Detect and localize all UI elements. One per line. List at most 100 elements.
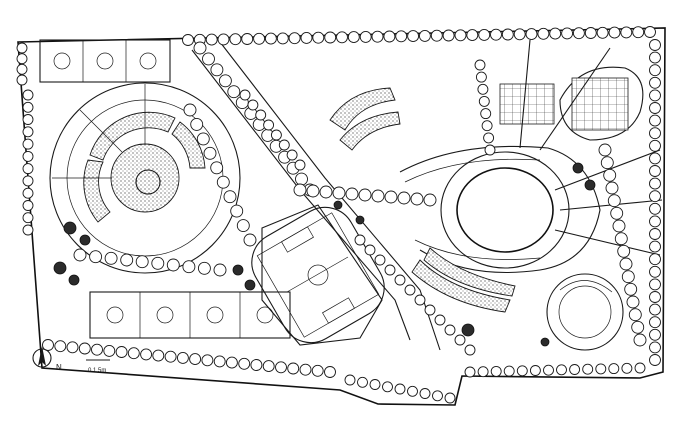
tree-icon bbox=[135, 255, 149, 269]
tree-icon bbox=[537, 27, 550, 40]
tree-icon bbox=[384, 190, 398, 204]
tree-icon bbox=[474, 59, 486, 71]
tree-icon bbox=[649, 127, 661, 140]
tree-icon bbox=[324, 366, 336, 378]
tree-icon bbox=[22, 114, 34, 125]
bottom-basketball-courts bbox=[89, 291, 291, 339]
tree-icon bbox=[293, 183, 307, 197]
tree-icon bbox=[432, 390, 443, 402]
tree-icon bbox=[127, 347, 140, 360]
tree-icon bbox=[250, 359, 263, 371]
tree-icon bbox=[549, 27, 562, 40]
tree-icon bbox=[649, 215, 661, 228]
tree-icon bbox=[197, 261, 211, 275]
site-boundary bbox=[17, 27, 666, 406]
tree-icon bbox=[649, 76, 661, 89]
football-field bbox=[251, 204, 385, 346]
tree-icon bbox=[543, 364, 554, 376]
tree-icon bbox=[354, 234, 366, 246]
tree-icon bbox=[407, 385, 418, 397]
tree-icon bbox=[490, 28, 502, 41]
tree-icon bbox=[475, 71, 487, 83]
tree-icon bbox=[364, 244, 376, 256]
tree-icon bbox=[182, 34, 194, 46]
tree-icon bbox=[633, 333, 647, 347]
tree-icon bbox=[152, 349, 165, 362]
tree-icon bbox=[217, 33, 230, 46]
tree-icon bbox=[241, 33, 254, 45]
tree-icon bbox=[649, 278, 661, 291]
tree-icon bbox=[407, 30, 420, 43]
tree-icon bbox=[382, 381, 393, 393]
tree-icon bbox=[371, 30, 384, 43]
tree-icon bbox=[649, 265, 661, 278]
tree-icon bbox=[205, 33, 218, 46]
tree-icon bbox=[263, 119, 275, 131]
tree-icon bbox=[89, 250, 103, 264]
tree-icon bbox=[140, 348, 153, 361]
tree-icon bbox=[270, 129, 282, 141]
tree-icon bbox=[419, 388, 431, 399]
tree-icon bbox=[626, 295, 640, 309]
tree-icon bbox=[16, 63, 28, 75]
tree-icon bbox=[634, 362, 646, 374]
tree-icon bbox=[394, 274, 406, 286]
tree-icon bbox=[418, 29, 431, 42]
tree-icon bbox=[262, 360, 275, 373]
tree-icon bbox=[357, 376, 368, 388]
tree-icon bbox=[649, 354, 661, 366]
tree-icon bbox=[649, 177, 661, 190]
tree-icon bbox=[624, 282, 638, 296]
tree-icon bbox=[239, 89, 251, 101]
tree-icon bbox=[595, 363, 607, 375]
tree-icon bbox=[513, 28, 526, 41]
tree-icon bbox=[649, 190, 661, 203]
tree-icon bbox=[600, 156, 614, 170]
tree-icon bbox=[614, 232, 628, 246]
tree-icon bbox=[230, 204, 244, 218]
tree-icon bbox=[529, 365, 541, 376]
tree-icon bbox=[276, 32, 289, 45]
tree-icon bbox=[430, 29, 443, 42]
tree-icon bbox=[16, 53, 28, 65]
tree-icon bbox=[193, 41, 207, 55]
tree-icon bbox=[501, 28, 514, 41]
tree-icon bbox=[278, 139, 290, 151]
tree-icon bbox=[104, 251, 118, 265]
tree-icon bbox=[569, 364, 581, 375]
tree-icon bbox=[478, 95, 490, 107]
tree-icon bbox=[525, 28, 538, 41]
tree-icon bbox=[229, 33, 242, 46]
tree-icon bbox=[16, 74, 28, 86]
tree-icon bbox=[324, 31, 337, 44]
north-arrow: N bbox=[32, 346, 62, 372]
tree-icon bbox=[410, 192, 424, 206]
tree-icon bbox=[190, 117, 204, 131]
tree-icon bbox=[22, 163, 34, 175]
tree-icon bbox=[649, 89, 661, 102]
tree-icon bbox=[22, 138, 34, 150]
tree-icon bbox=[649, 165, 661, 177]
tree-icon bbox=[299, 363, 312, 376]
tree-icon bbox=[275, 361, 287, 374]
tree-icon bbox=[176, 351, 189, 364]
tree-icon bbox=[649, 253, 661, 266]
diagonal-promenade bbox=[191, 41, 441, 351]
tree-icon bbox=[444, 324, 456, 336]
tree-icon bbox=[605, 181, 619, 195]
tree-icon bbox=[632, 26, 645, 39]
scale-label: 0 1 5m bbox=[88, 368, 106, 374]
tree-icon bbox=[395, 30, 408, 43]
tree-icon bbox=[649, 51, 661, 64]
tree-icon bbox=[243, 233, 257, 247]
tree-icon bbox=[503, 365, 515, 377]
curved-terraces bbox=[329, 87, 516, 313]
tree-icon bbox=[213, 355, 226, 368]
shrub-clusters bbox=[53, 162, 596, 347]
tree-icon bbox=[22, 224, 34, 236]
tree-icon bbox=[223, 190, 237, 204]
tree-icon bbox=[617, 244, 631, 258]
tree-icon bbox=[22, 150, 34, 162]
tree-icon bbox=[218, 74, 232, 88]
